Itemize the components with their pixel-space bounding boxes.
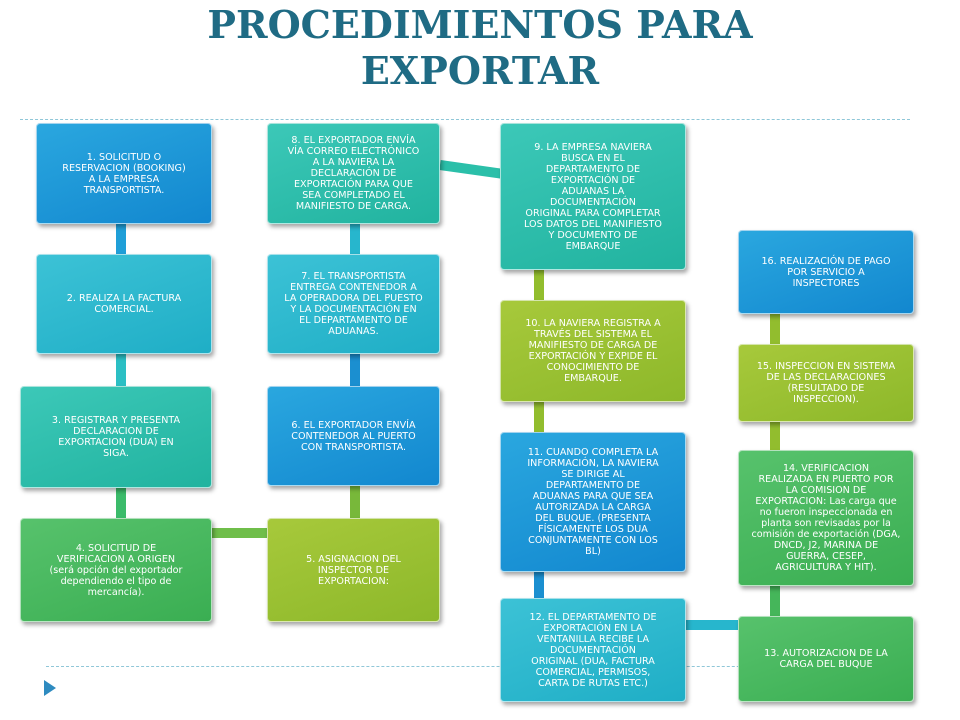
connector-15-16 bbox=[770, 312, 780, 346]
step-13-box: 13. AUTORIZACION DE LA CARGA DEL BUQUE bbox=[738, 616, 914, 702]
step-1-text: 1. SOLICITUD O RESERVACION (BOOKING) A L… bbox=[62, 151, 186, 196]
connector-12-13 bbox=[686, 620, 742, 630]
step-7-box: 7. EL TRANSPORTISTA ENTREGA CONTENEDOR A… bbox=[267, 254, 440, 354]
step-7-text: 7. EL TRANSPORTISTA ENTREGA CONTENEDOR A… bbox=[284, 271, 423, 337]
step-14-text: 14. VERIFICACION REALIZADA EN PUERTO POR… bbox=[751, 463, 901, 573]
step-10-text: 10. LA NAVIERA REGISTRA A TRAVÉS DEL SIS… bbox=[525, 318, 661, 384]
step-9-box: 9. LA EMPRESA NAVIERA BUSCA EN EL DEPART… bbox=[500, 123, 686, 270]
step-6-box: 6. EL EXPORTADOR ENVÍA CONTENEDOR AL PUE… bbox=[267, 386, 440, 486]
step-2-box: 2. REALIZA LA FACTURA COMERCIAL. bbox=[36, 254, 212, 354]
step-10-box: 10. LA NAVIERA REGISTRA A TRAVÉS DEL SIS… bbox=[500, 300, 686, 402]
connector-6-7 bbox=[350, 354, 360, 388]
step-15-box: 15. INSPECCION EN SISTEMA DE LAS DECLARA… bbox=[738, 344, 914, 422]
connector-7-8 bbox=[350, 222, 360, 254]
step-12-text: 12. EL DEPARTAMENTO DE EXPORTACIÓN EN LA… bbox=[529, 611, 657, 689]
connector-5-6 bbox=[350, 484, 360, 520]
step-3-text: 3. REGISTRAR Y PRESENTA DECLARACION DE E… bbox=[51, 415, 181, 459]
step-16-box: 16. REALIZACIÓN DE PAGO POR SERVICIO A I… bbox=[738, 230, 914, 314]
step-2-text: 2. REALIZA LA FACTURA COMERCIAL. bbox=[66, 293, 182, 315]
connector-2-3 bbox=[116, 352, 126, 386]
connector-4-5 bbox=[210, 528, 270, 538]
connector-3-4 bbox=[116, 486, 126, 518]
step-13-text: 13. AUTORIZACION DE LA CARGA DEL BUQUE bbox=[764, 648, 888, 670]
step-4-text: 4. SOLICITUD DE VERIFICACION A ORIGEN (s… bbox=[49, 542, 183, 598]
connector-9-10 bbox=[534, 268, 544, 302]
connector-13-14 bbox=[770, 584, 780, 618]
step-6-text: 6. EL EXPORTADOR ENVÍA CONTENEDOR AL PUE… bbox=[291, 419, 416, 453]
step-12-box: 12. EL DEPARTAMENTO DE EXPORTACIÓN EN LA… bbox=[500, 598, 686, 702]
step-14-box: 14. VERIFICACION REALIZADA EN PUERTO POR… bbox=[738, 450, 914, 586]
step-5-text: 5. ASIGNACION DEL INSPECTOR DE EXPORTACI… bbox=[306, 553, 401, 587]
page-title: PROCEDIMIENTOS PARA EXPORTAR bbox=[207, 2, 753, 93]
connector-14-15 bbox=[770, 420, 780, 452]
step-9-text: 9. LA EMPRESA NAVIERA BUSCA EN EL DEPART… bbox=[524, 141, 662, 252]
step-8-box: 8. EL EXPORTADOR ENVÍA VÍA CORREO ELECTR… bbox=[267, 123, 440, 224]
step-16-text: 16. REALIZACIÓN DE PAGO POR SERVICIO A I… bbox=[761, 255, 891, 289]
bottom-divider bbox=[46, 666, 910, 667]
step-3-box: 3. REGISTRAR Y PRESENTA DECLARACION DE E… bbox=[20, 386, 212, 488]
connector-11-12 bbox=[534, 570, 544, 600]
step-4-box: 4. SOLICITUD DE VERIFICACION A ORIGEN (s… bbox=[20, 518, 212, 622]
connector-1-2 bbox=[116, 222, 126, 254]
connector-8-9 bbox=[439, 160, 505, 179]
play-arrow-icon[interactable] bbox=[44, 680, 56, 696]
step-8-text: 8. EL EXPORTADOR ENVÍA VÍA CORREO ELECTR… bbox=[287, 135, 420, 212]
step-15-text: 15. INSPECCION EN SISTEMA DE LAS DECLARA… bbox=[756, 361, 896, 405]
step-11-text: 11. CUANDO COMPLETA LA INFORMACIÓN, LA N… bbox=[527, 447, 659, 557]
step-11-box: 11. CUANDO COMPLETA LA INFORMACIÓN, LA N… bbox=[500, 432, 686, 572]
top-divider bbox=[20, 119, 910, 120]
connector-10-11 bbox=[534, 400, 544, 434]
step-1-box: 1. SOLICITUD O RESERVACION (BOOKING) A L… bbox=[36, 123, 212, 224]
step-5-box: 5. ASIGNACION DEL INSPECTOR DE EXPORTACI… bbox=[267, 518, 440, 622]
